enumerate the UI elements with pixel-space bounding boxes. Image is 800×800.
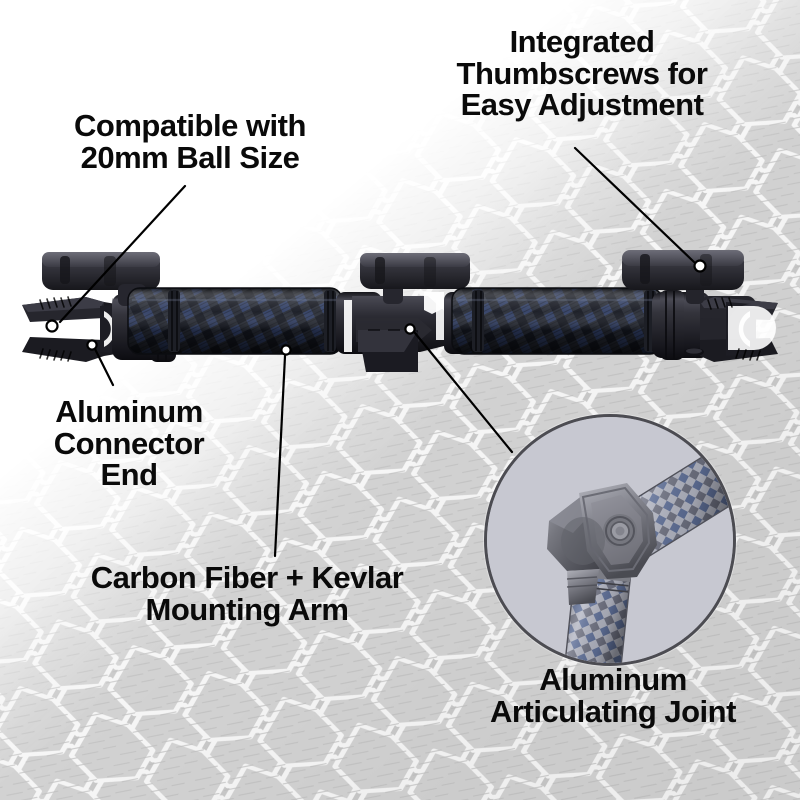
callout-thumbscrews-line-3: Easy Adjustment [460, 87, 704, 123]
callout-connector-end-line-2: Connector [53, 425, 205, 461]
right-aluminum-connector-end [652, 290, 778, 362]
callout-articulating-joint-line-2: Articulating Joint [490, 693, 736, 729]
right-carbon-fiber-tube [451, 287, 663, 355]
callout-articulating-joint-line-1: Aluminum [539, 662, 687, 697]
callout-mounting-arm: Carbon Fiber + Kevlar Mounting Arm [32, 562, 462, 625]
callout-ball-size-line-1: Compatible with [74, 108, 306, 143]
callout-mounting-arm-line-2: Mounting Arm [145, 591, 349, 627]
callout-thumbscrews-line-2: Thumbscrews for [456, 55, 708, 91]
callout-ball-size-line-2: 20mm Ball Size [80, 139, 300, 175]
callout-connector-end: Aluminum Connector End [14, 396, 244, 491]
callout-connector-end-line-3: End [100, 457, 158, 493]
callout-ball-size: Compatible with 20mm Ball Size [30, 110, 350, 173]
joint-closeup-illustration [487, 417, 733, 663]
callout-thumbscrews: Integrated Thumbscrews for Easy Adjustme… [398, 26, 766, 121]
joint-detail-circle [484, 414, 736, 666]
callout-articulating-joint: Aluminum Articulating Joint [432, 664, 794, 727]
callout-mounting-arm-line-1: Carbon Fiber + Kevlar [90, 560, 404, 595]
thumbscrew-center [360, 253, 470, 304]
left-carbon-fiber-tube [127, 287, 343, 355]
callout-thumbscrews-line-1: Integrated [509, 24, 655, 59]
callout-connector-end-line-1: Aluminum [55, 394, 203, 429]
